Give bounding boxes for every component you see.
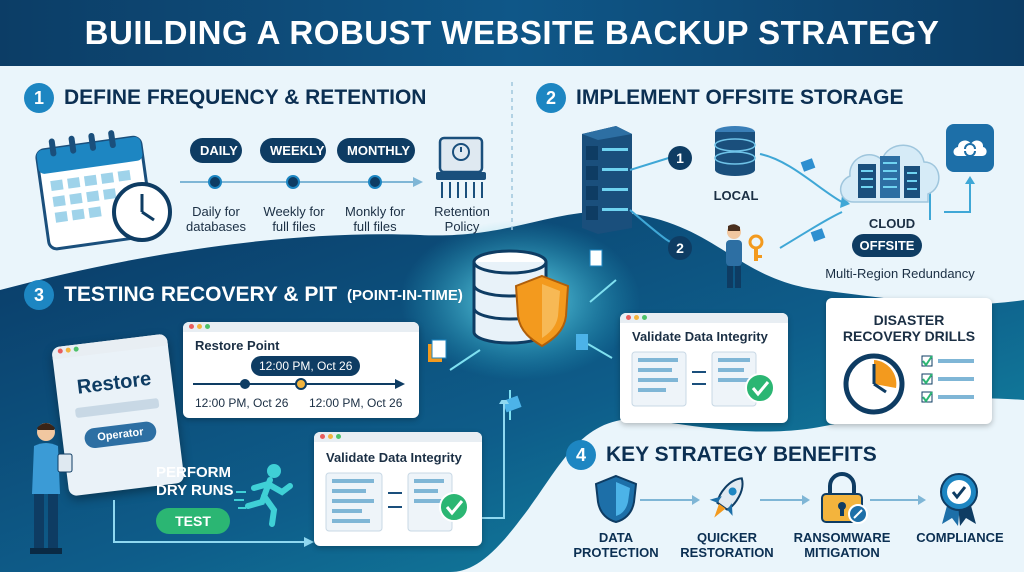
validate-bottom-graphic <box>325 472 469 532</box>
section-2-heading: 2 IMPLEMENT OFFSITE STORAGE <box>536 83 903 113</box>
daily-pill: DAILY <box>190 138 242 163</box>
validate-bottom-title: Validate Data Integrity <box>326 450 462 465</box>
validate-compare-graphic <box>631 351 775 407</box>
section-4-number: 4 <box>566 440 596 470</box>
section-3-subtitle: (POINT-IN-TIME) <box>347 286 463 304</box>
validate-integrity-card-right: Validate Data Integrity <box>620 313 788 423</box>
central-flow-decoration <box>428 249 617 420</box>
section-1-title: DEFINE FREQUENCY & RETENTION <box>64 86 427 109</box>
benefit-compliance: COMPLIANCE <box>916 530 1004 545</box>
local-label: LOCAL <box>713 188 759 203</box>
validate-integrity-card-bottom: Validate Data Integrity <box>314 432 482 546</box>
section-4-heading: 4 KEY STRATEGY BENEFITS <box>566 440 877 470</box>
header-banner: BUILDING A ROBUST WEBSITE BACKUP STRATEG… <box>0 0 1024 66</box>
restore-timeline[interactable] <box>189 376 413 392</box>
operator-person-icon <box>30 423 73 554</box>
test-button[interactable]: TEST <box>156 508 230 534</box>
central-database-shield-icon <box>472 249 570 348</box>
drills-clock-checklist <box>843 353 974 415</box>
restore-point-card: Restore Point 12:00 PM, Oct 26 12:00 PM,… <box>183 322 419 418</box>
step-1-badge: 1 <box>668 146 692 170</box>
offsite-pill: OFFSITE <box>852 234 922 257</box>
compliance-badge-icon <box>940 473 978 526</box>
section-3-number: 3 <box>24 280 54 310</box>
retention-policy-icon <box>436 136 486 198</box>
cloud-servers-icon <box>840 144 940 203</box>
validate-card-title: Validate Data Integrity <box>632 329 768 344</box>
timeline-left-label: 12:00 PM, Oct 26 <box>195 396 289 410</box>
sync-return-arrow <box>944 176 975 213</box>
storage-flow-arrows <box>629 153 935 249</box>
monthly-pill: MONTHLY <box>337 138 415 163</box>
local-database-icon <box>714 126 756 176</box>
ransomware-padlock-icon <box>821 472 868 524</box>
running-person-icon <box>234 464 293 527</box>
section-3-title: TESTING RECOVERY & PIT <box>64 283 338 306</box>
timeline-right-label: 12:00 PM, Oct 26 <box>309 396 403 410</box>
frequency-timeline <box>180 175 423 189</box>
section-2-title: IMPLEMENT OFFSITE STORAGE <box>576 86 904 109</box>
selected-time-pill[interactable]: 12:00 PM, Oct 26 <box>251 356 361 376</box>
section-2-number: 2 <box>536 83 566 113</box>
section-1-number: 1 <box>24 83 54 113</box>
restore-heading: Restore <box>75 367 153 399</box>
weekly-pill: WEEKLY <box>260 138 326 163</box>
step-2-badge: 2 <box>668 236 692 260</box>
cloud-label: CLOUD <box>868 216 916 231</box>
cloud-sync-icon[interactable] <box>944 122 996 174</box>
section-3-heading: 3 TESTING RECOVERY & PIT (POINT-IN-TIME) <box>24 280 463 310</box>
server-rack-icon <box>582 126 632 234</box>
data-protection-shield-icon <box>594 474 638 524</box>
page-title: BUILDING A ROBUST WEBSITE BACKUP STRATEG… <box>84 14 940 51</box>
section-4-title: KEY STRATEGY BENEFITS <box>606 443 877 466</box>
person-with-key-icon <box>726 224 764 288</box>
redundancy-label: Multi-Region Redundancy <box>825 266 975 281</box>
section-1-heading: 1 DEFINE FREQUENCY & RETENTION <box>24 83 426 113</box>
restore-point-title: Restore Point <box>195 338 280 353</box>
calendar-clock-icon <box>35 130 172 251</box>
rocket-icon <box>709 477 744 518</box>
benefits-arrows <box>640 495 926 505</box>
